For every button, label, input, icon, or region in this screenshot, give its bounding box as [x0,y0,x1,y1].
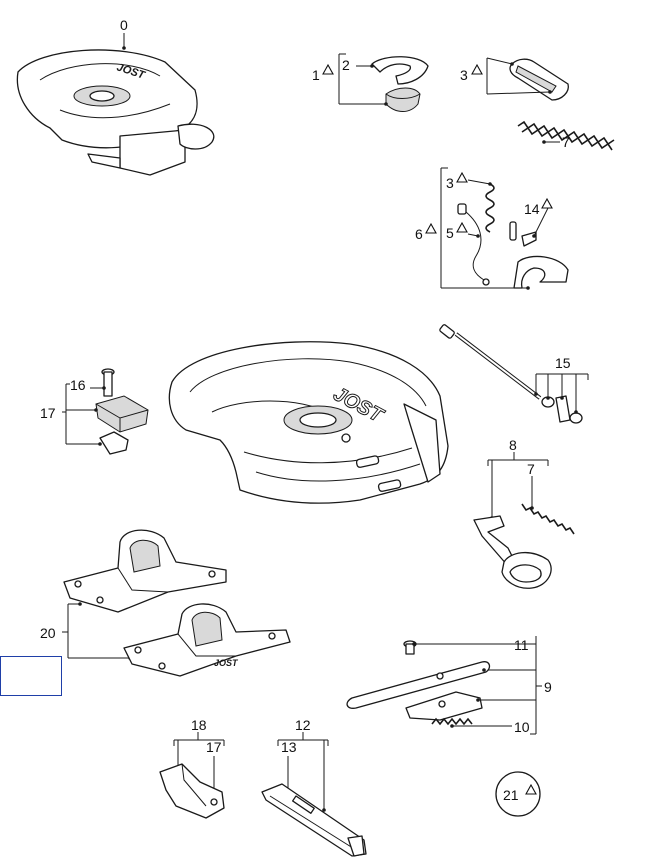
warning-triangle-6 [425,222,437,234]
label-13: 12 [295,717,311,733]
warning-triangle-1 [322,63,334,75]
fifth-wheel-assembly-drawing[interactable]: JOST [16,33,215,176]
label-17-bolt: 16 [70,377,86,393]
group-20-drawing[interactable]: JOST [62,529,291,677]
label-16: 15 [555,355,571,371]
label-9: 8 [509,437,517,453]
part-3-drawing[interactable] [486,57,569,101]
warning-triangle-4 [456,171,468,183]
group-13-drawing[interactable] [261,732,367,857]
label-10: 9 [544,679,552,695]
label-2: 2 [342,57,350,73]
label-4: 3 [446,175,454,191]
group-16-drawing[interactable] [439,324,589,424]
fifth-wheel-plate-drawing[interactable]: JOST [168,341,449,504]
group-6-drawing[interactable] [440,167,569,290]
warning-triangle-15 [541,197,553,209]
label-21: 21 [503,787,519,803]
label-15: 14 [524,201,540,217]
warning-triangle-5 [456,221,468,233]
label-19: 18 [191,717,207,733]
jost-logo-bracket: JOST [214,658,239,668]
warning-triangle-3 [471,63,483,75]
label-17-holder: 17 [206,739,222,755]
label-0: 0 [120,17,128,33]
part-7-spring[interactable] [517,120,615,151]
label-7: 7 [562,134,570,150]
label-11: 10 [514,719,530,735]
warning-triangle-21 [525,783,537,795]
group-1-drawing[interactable] [338,53,429,112]
selection-highlight-box[interactable] [0,656,62,696]
label-6: 6 [415,226,423,242]
part-21-kit-circle[interactable] [495,771,541,817]
group-10-drawing[interactable] [346,636,542,735]
label-20: 20 [40,625,56,641]
group-18-drawing[interactable] [62,368,149,455]
label-14: 13 [281,739,297,755]
label-1: 1 [312,67,320,83]
group-9-drawing[interactable] [473,452,575,589]
label-18: 17 [40,405,56,421]
label-3: 3 [460,67,468,83]
label-12: 11 [514,637,529,653]
label-8: 7 [527,461,535,477]
label-5: 5 [446,225,454,241]
group-19-drawing[interactable] [159,732,225,819]
